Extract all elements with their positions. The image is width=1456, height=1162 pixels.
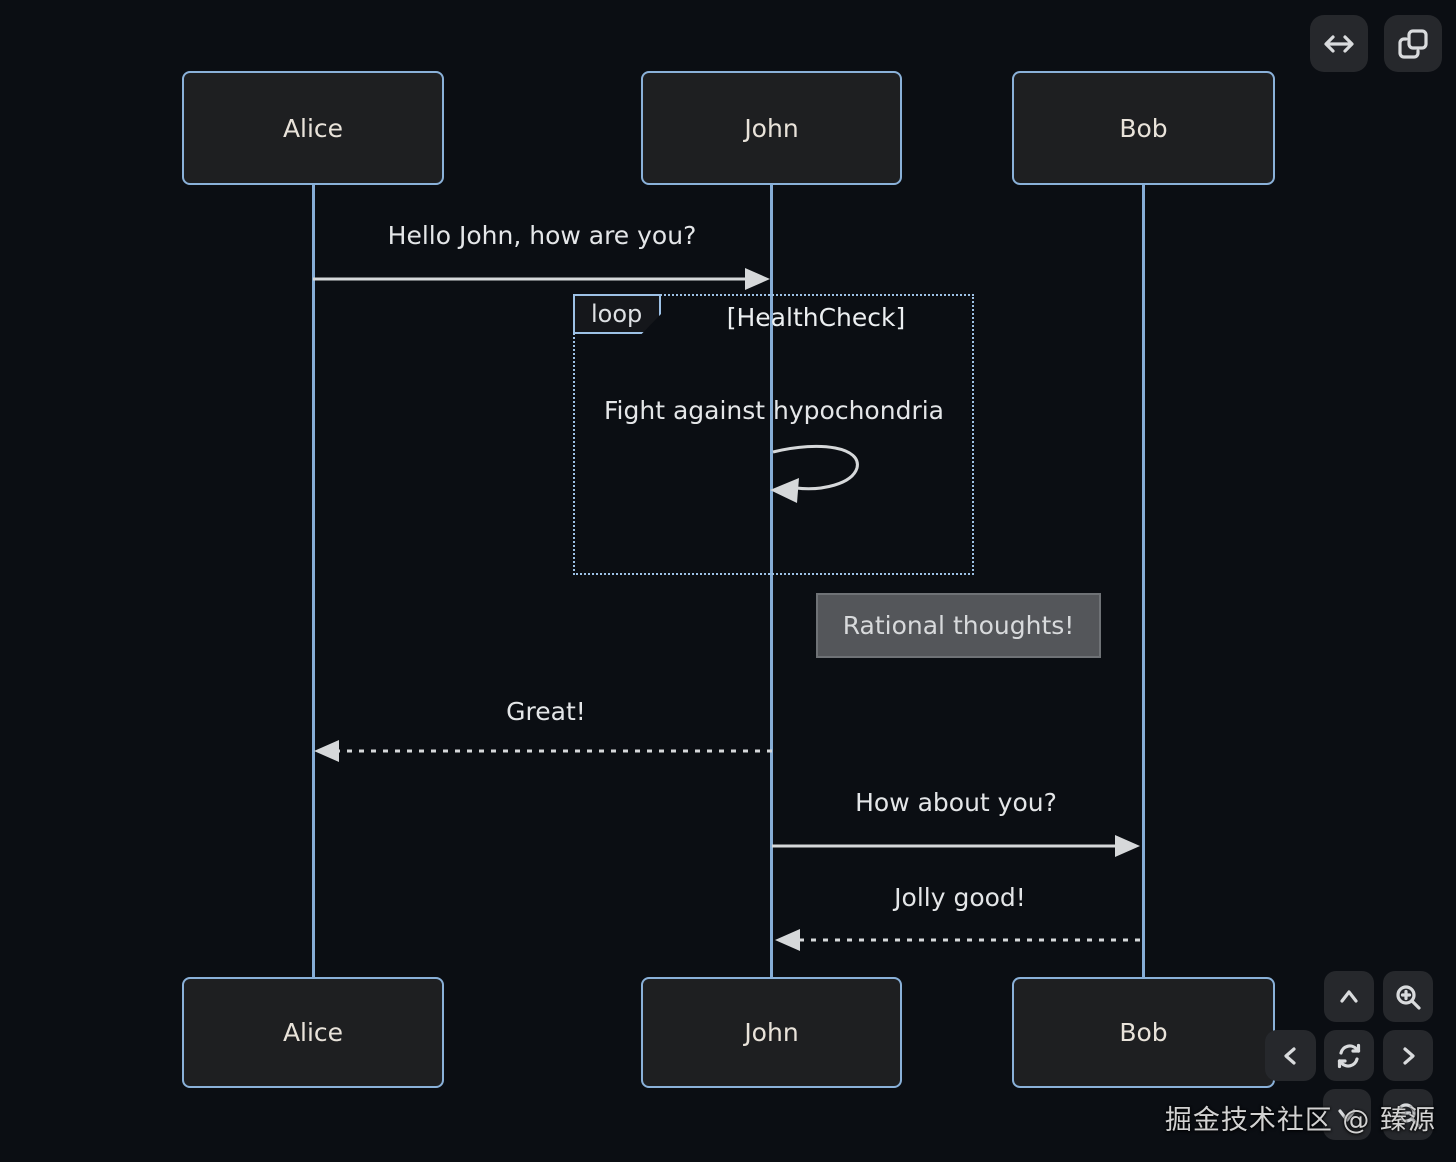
actor-john-bottom: John <box>641 977 902 1088</box>
message-label-great: Great! <box>506 697 586 726</box>
message-label-hello: Hello John, how are you? <box>387 221 697 250</box>
pan-up-button[interactable] <box>1324 971 1374 1022</box>
self-message-label: Fight against hypochondria <box>604 396 944 425</box>
actor-label: Alice <box>282 113 344 143</box>
zoom-in-button[interactable] <box>1383 971 1433 1022</box>
loop-condition-label: [HealthCheck] <box>726 303 906 332</box>
arrowhead-great <box>314 740 339 762</box>
chevron-left-icon <box>1283 1046 1296 1065</box>
expand-horizontal-button[interactable] <box>1310 15 1368 72</box>
copy-icon <box>1398 28 1428 59</box>
actor-bob-bottom: Bob <box>1012 977 1275 1088</box>
chevron-up-icon <box>1340 989 1358 1003</box>
actor-john-top: John <box>641 71 902 185</box>
loop-fragment-box: loop <box>573 294 974 575</box>
message-label-how-about-you: How about you? <box>855 788 1057 817</box>
arrowhead-hello <box>745 268 770 290</box>
pan-down-button[interactable] <box>1323 1089 1371 1140</box>
loop-label: loop <box>573 294 661 334</box>
chevron-down-icon <box>1338 1108 1356 1122</box>
actor-label: John <box>744 1018 799 1047</box>
refresh-icon <box>1337 1043 1361 1068</box>
actor-label: Bob <box>1119 1018 1168 1047</box>
copy-button[interactable] <box>1384 15 1442 72</box>
message-label-jolly-good: Jolly good! <box>894 883 1026 912</box>
zoom-out-icon <box>1396 1102 1421 1128</box>
zoom-out-button[interactable] <box>1383 1089 1433 1140</box>
actor-label: Bob <box>1119 113 1168 143</box>
actor-bob-top: Bob <box>1012 71 1275 185</box>
note-box: Rational thoughts! <box>816 593 1101 658</box>
note-label: Rational thoughts! <box>842 611 1075 640</box>
zoom-in-icon <box>1396 984 1421 1010</box>
watermark-text: 掘金技术社区 @ 臻源 <box>1164 1105 1436 1136</box>
pan-right-button[interactable] <box>1383 1030 1433 1081</box>
lifeline-alice <box>312 185 315 977</box>
actor-alice-top: Alice <box>182 71 444 185</box>
arrowhead-jolly-good <box>775 929 800 951</box>
actor-label: Alice <box>282 1018 344 1047</box>
expand-horizontal-icon <box>1324 34 1354 53</box>
pan-left-button[interactable] <box>1265 1030 1316 1081</box>
chevron-right-icon <box>1403 1046 1415 1065</box>
actor-alice-bottom: Alice <box>182 977 444 1088</box>
lifeline-bob <box>1142 185 1145 977</box>
actor-label: John <box>744 113 799 143</box>
arrowhead-how-about-you <box>1115 835 1140 857</box>
lifeline-john <box>770 185 773 977</box>
reset-view-button[interactable] <box>1324 1030 1374 1081</box>
